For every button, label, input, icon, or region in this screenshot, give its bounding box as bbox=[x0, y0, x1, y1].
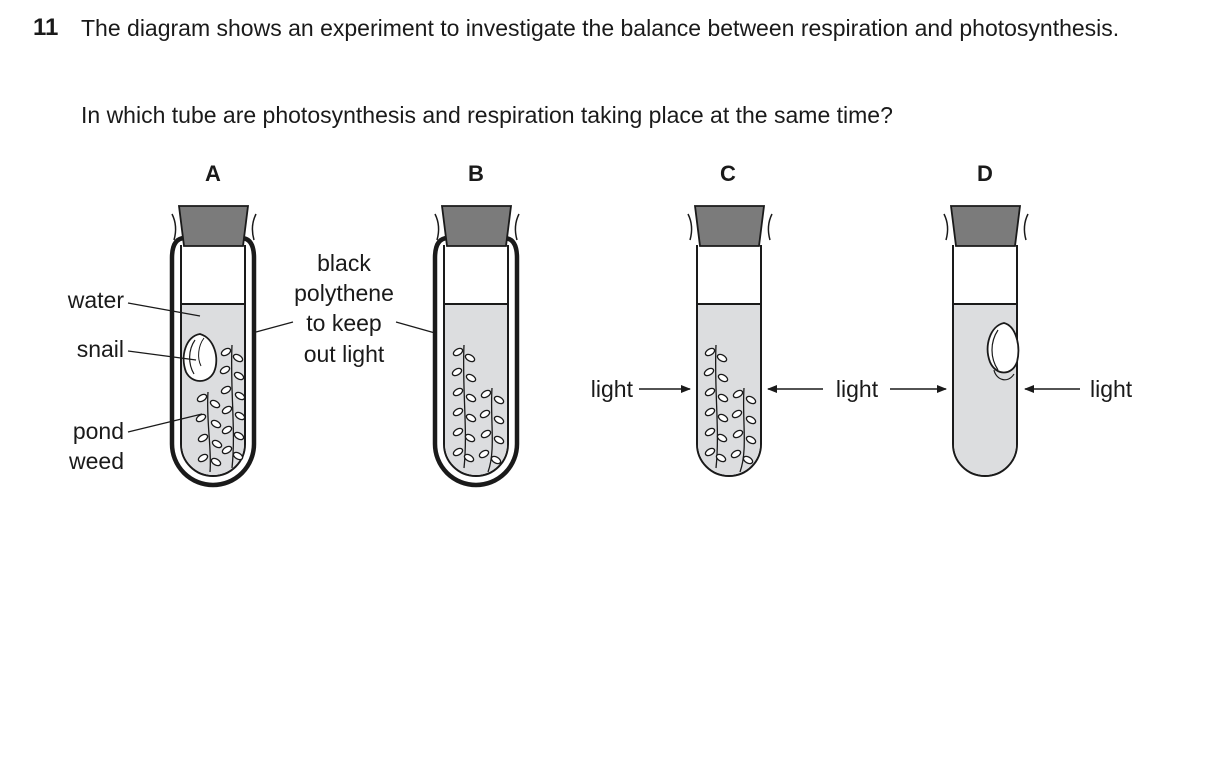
question-stem: The diagram shows an experiment to inves… bbox=[81, 15, 1120, 41]
tube-c bbox=[687, 205, 773, 477]
label-polythene-4: out light bbox=[304, 341, 385, 367]
pond-weed-a bbox=[195, 344, 246, 473]
label-snail: snail bbox=[77, 336, 124, 362]
label-polythene-1: black bbox=[317, 250, 371, 276]
leader-snail bbox=[127, 350, 197, 361]
label-water: water bbox=[67, 287, 125, 313]
leader-polythene-a bbox=[255, 321, 294, 333]
question-prompt: In which tube are photosynthesis and res… bbox=[81, 102, 893, 128]
leader-polythene-b bbox=[395, 321, 436, 334]
label-light-d-right: light bbox=[1090, 376, 1133, 402]
tube-label-c: C bbox=[720, 161, 736, 186]
stopper-b bbox=[440, 205, 513, 247]
stopper-a bbox=[177, 205, 250, 247]
label-polythene-3: to keep bbox=[306, 310, 381, 336]
snail-d bbox=[986, 322, 1020, 381]
stopper-d bbox=[949, 205, 1022, 247]
label-pond-weed-2: weed bbox=[68, 448, 124, 474]
label-polythene-2: polythene bbox=[294, 280, 394, 306]
tube-d bbox=[943, 205, 1029, 477]
label-light-middle: light bbox=[836, 376, 879, 402]
snail-a bbox=[182, 333, 218, 382]
leader-pond-weed bbox=[127, 413, 203, 433]
stopper-c bbox=[693, 205, 766, 247]
leader-water bbox=[127, 302, 201, 317]
question-number: 11 bbox=[33, 14, 59, 41]
pond-weed-c bbox=[703, 344, 757, 473]
tube-a bbox=[169, 205, 257, 488]
pond-weed-b bbox=[451, 344, 505, 473]
tube-label-b: B bbox=[468, 161, 484, 186]
label-pond-weed-1: pond bbox=[73, 418, 124, 444]
water-b bbox=[445, 304, 507, 475]
tube-b bbox=[432, 205, 520, 488]
tube-label-d: D bbox=[977, 161, 993, 186]
water-a bbox=[182, 304, 244, 475]
label-light-c-left: light bbox=[591, 376, 634, 402]
tube-label-a: A bbox=[205, 161, 221, 186]
